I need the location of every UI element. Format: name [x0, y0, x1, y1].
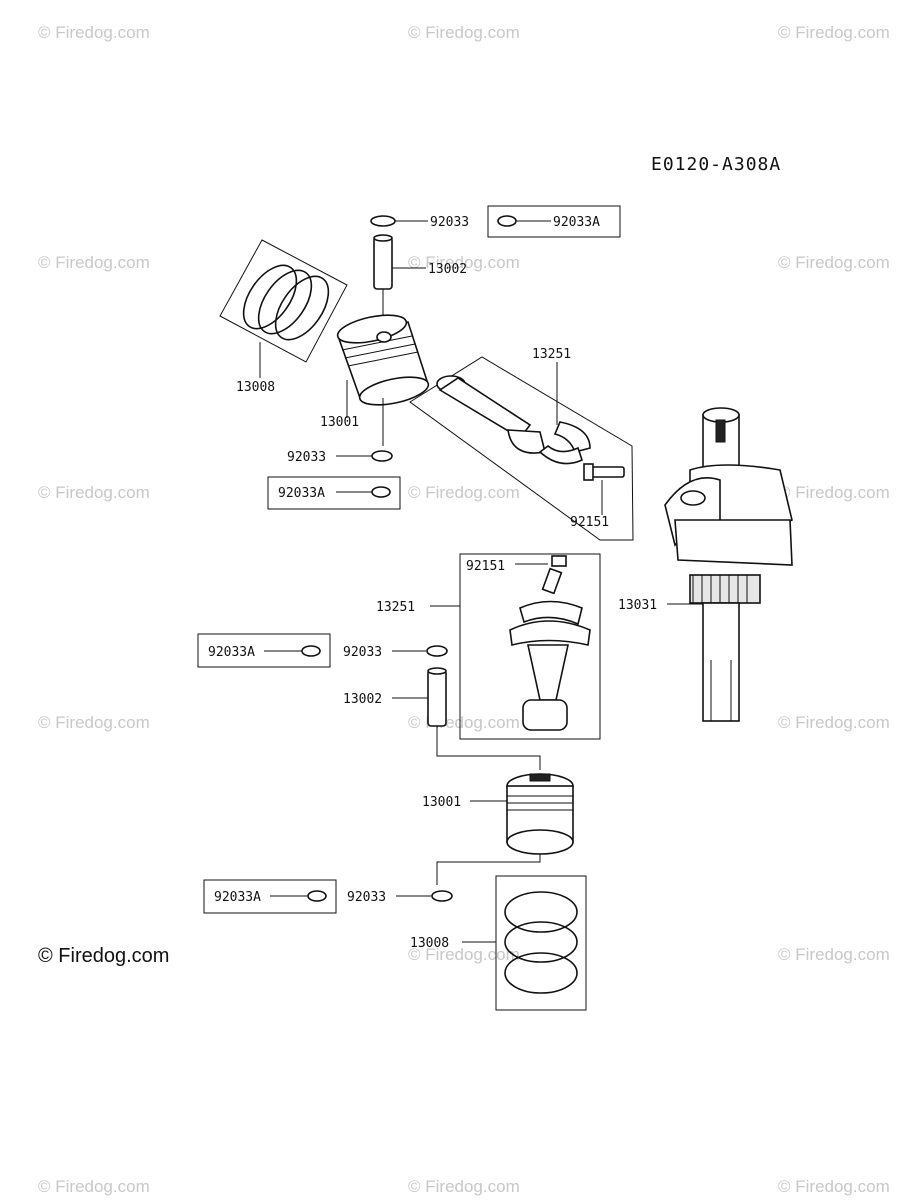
- part-label-92033a: 92033A: [278, 486, 325, 501]
- watermark: © Firedog.com: [778, 23, 890, 42]
- piston-icon[interactable]: [436, 773, 574, 885]
- part-label-13008[interactable]: 13008: [410, 936, 449, 951]
- watermarks: © Firedog.com © Firedog.com © Firedog.co…: [38, 23, 890, 1196]
- part-label-92033a: 92033A: [214, 890, 261, 905]
- piston-rings-icon[interactable]: [219, 239, 348, 378]
- watermark: © Firedog.com: [408, 713, 520, 732]
- watermark: © Firedog.com: [38, 253, 150, 272]
- watermark: © Firedog.com: [38, 23, 150, 42]
- part-label-92151[interactable]: 92151: [466, 559, 505, 574]
- part-label-92033a: 92033A: [208, 645, 255, 660]
- part-label-13001[interactable]: 13001: [320, 415, 359, 430]
- part-label-92033[interactable]: 92033: [347, 890, 386, 905]
- watermark: © Firedog.com: [408, 253, 520, 272]
- part-label-92033[interactable]: 92033: [430, 215, 469, 230]
- connecting-rod-icon[interactable]: [409, 356, 634, 541]
- diagram-code: E0120-A308A: [651, 154, 781, 175]
- piston-rings-icon[interactable]: [462, 875, 587, 1011]
- part-label-92151[interactable]: 92151: [570, 515, 609, 530]
- circlip-icon[interactable]: [392, 645, 448, 657]
- watermark: © Firedog.com: [778, 713, 890, 732]
- piston-pin-icon[interactable]: [392, 667, 541, 770]
- part-label-92033a: 92033A: [553, 215, 600, 230]
- piston-icon[interactable]: [335, 310, 430, 418]
- connecting-rod-icon[interactable]: [430, 553, 601, 740]
- part-label-92033[interactable]: 92033: [343, 645, 382, 660]
- watermark: © Firedog.com: [408, 23, 520, 42]
- watermark: © Firedog.com: [38, 713, 150, 732]
- copyright-notice: © Firedog.com: [38, 945, 169, 967]
- watermark: © Firedog.com: [408, 483, 520, 502]
- part-label-13251[interactable]: 13251: [532, 347, 571, 362]
- watermark: © Firedog.com: [778, 253, 890, 272]
- watermark: © Firedog.com: [38, 483, 150, 502]
- part-label-13251[interactable]: 13251: [376, 600, 415, 615]
- circlip-variant-box[interactable]: 92033A: [203, 879, 337, 914]
- watermark: © Firedog.com: [778, 1177, 890, 1196]
- part-label-13002[interactable]: 13002: [343, 692, 382, 707]
- circlip-variant-box[interactable]: 92033A: [487, 205, 621, 238]
- part-label-92033[interactable]: 92033: [287, 450, 326, 465]
- circlip-variant-box[interactable]: 92033A: [197, 633, 331, 668]
- watermark: © Firedog.com: [408, 945, 520, 964]
- part-label-13001[interactable]: 13001: [422, 795, 461, 810]
- piston-pin-icon[interactable]: [373, 234, 426, 320]
- circlip-icon[interactable]: [336, 398, 393, 462]
- part-label-13002[interactable]: 13002: [428, 262, 467, 277]
- watermark: © Firedog.com: [38, 1177, 150, 1196]
- circlip-variant-box[interactable]: 92033A: [267, 476, 401, 510]
- watermark: © Firedog.com: [408, 1177, 520, 1196]
- part-label-13008[interactable]: 13008: [236, 380, 275, 395]
- crankshaft-icon[interactable]: [664, 407, 793, 722]
- circlip-icon[interactable]: [370, 215, 428, 227]
- watermark: © Firedog.com: [778, 483, 890, 502]
- watermark: © Firedog.com: [778, 945, 890, 964]
- circlip-icon[interactable]: [396, 890, 453, 902]
- part-label-13031[interactable]: 13031: [618, 598, 657, 613]
